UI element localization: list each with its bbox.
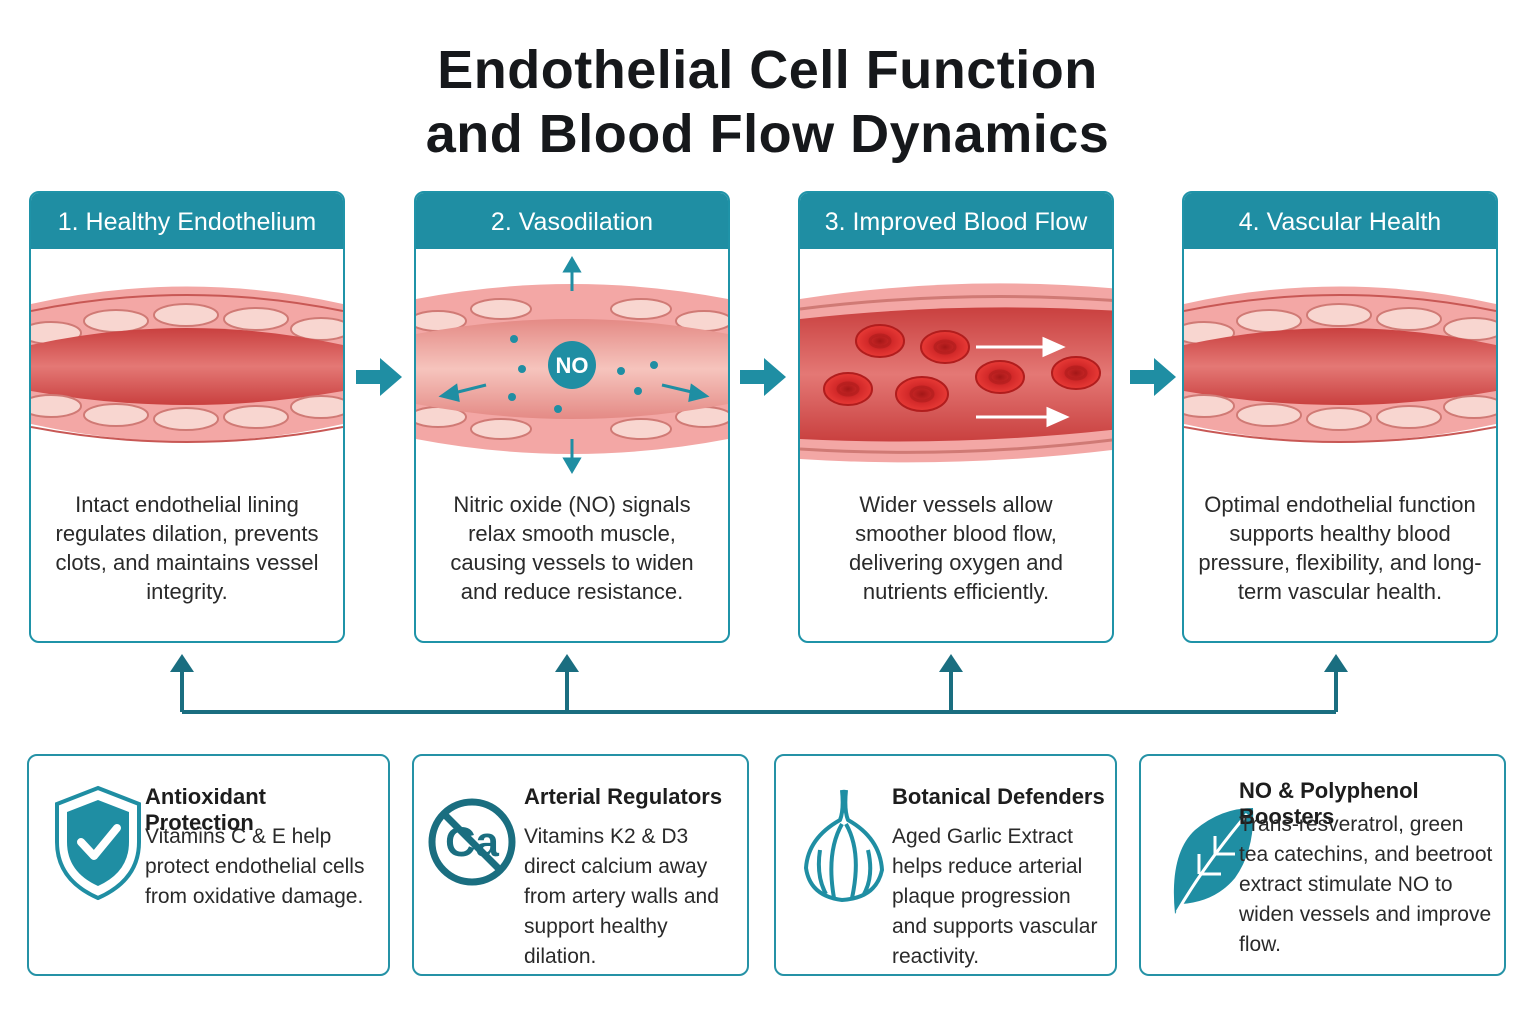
page-title: Endothelial Cell Function and Blood Flow…: [0, 38, 1535, 166]
stage-description: Nitric oxide (NO) signals relax smooth m…: [450, 492, 694, 604]
stage-vasodilation: 2. Vasodilation NO: [414, 191, 730, 643]
stage-vascular-health: 4. Vascular Health Optimal endotheli: [1182, 191, 1498, 643]
card-arterial-regulators: Ca Arterial Regulators Vitamins K2 & D3 …: [412, 754, 749, 976]
no-calcium-icon: Ca: [428, 798, 516, 886]
shield-check-icon: [55, 785, 141, 901]
stage-description: Intact endothelial lining regulates dila…: [55, 492, 319, 604]
right-arrow-icon: [1130, 358, 1176, 396]
card-text: Trans-resveratrol, green tea catechins, …: [1239, 813, 1493, 956]
vessel-illustration: NO: [416, 249, 728, 641]
stage-heading: 2. Vasodilation: [416, 193, 728, 249]
card-title: NO & Polyphenol Boosters: [1239, 778, 1419, 829]
card-no-polyphenol-boosters: NO & Polyphenol Boosters Trans-resveratr…: [1139, 754, 1506, 976]
stage-healthy-endothelium: 1. Healthy Endothelium Intact endoth: [29, 191, 345, 643]
vessel-illustration: [800, 249, 1112, 641]
card-botanical-defenders: Botanical Defenders Aged Garlic Extract …: [774, 754, 1117, 976]
right-arrow-icon: [356, 358, 402, 396]
stage-heading: 1. Healthy Endothelium: [31, 193, 343, 249]
card-text: Aged Garlic Extract helps reduce arteria…: [892, 825, 1098, 968]
stage-improved-blood-flow: 3. Improved Blood Flow: [798, 191, 1114, 643]
stage-heading: 3. Improved Blood Flow: [800, 193, 1112, 249]
stage-description: Optimal endothelial function supports he…: [1198, 492, 1482, 604]
vessel-illustration: [1184, 249, 1496, 641]
stage-description: Wider vessels allow smoother blood flow,…: [848, 492, 1064, 604]
title-line-2: and Blood Flow Dynamics: [425, 104, 1110, 164]
garlic-icon: [804, 789, 884, 902]
red-blood-cells: [823, 324, 1101, 412]
right-arrow-icon: [740, 358, 786, 396]
card-text: Vitamins K2 & D3 direct calcium away fro…: [524, 825, 719, 968]
no-badge: NO: [556, 353, 589, 378]
card-title: Antioxidant Protection: [145, 784, 266, 835]
card-title: Arterial Regulators: [524, 784, 723, 809]
card-antioxidant-protection: Antioxidant Protection Vitamins C & E he…: [27, 754, 390, 976]
stage-heading: 4. Vascular Health: [1184, 193, 1496, 249]
card-text: Vitamins C & E help protect endothelial …: [145, 825, 365, 908]
card-title: Botanical Defenders: [892, 784, 1105, 809]
title-line-1: Endothelial Cell Function: [437, 40, 1098, 100]
vessel-illustration: [31, 249, 343, 641]
leaf-icon: [1173, 808, 1254, 914]
